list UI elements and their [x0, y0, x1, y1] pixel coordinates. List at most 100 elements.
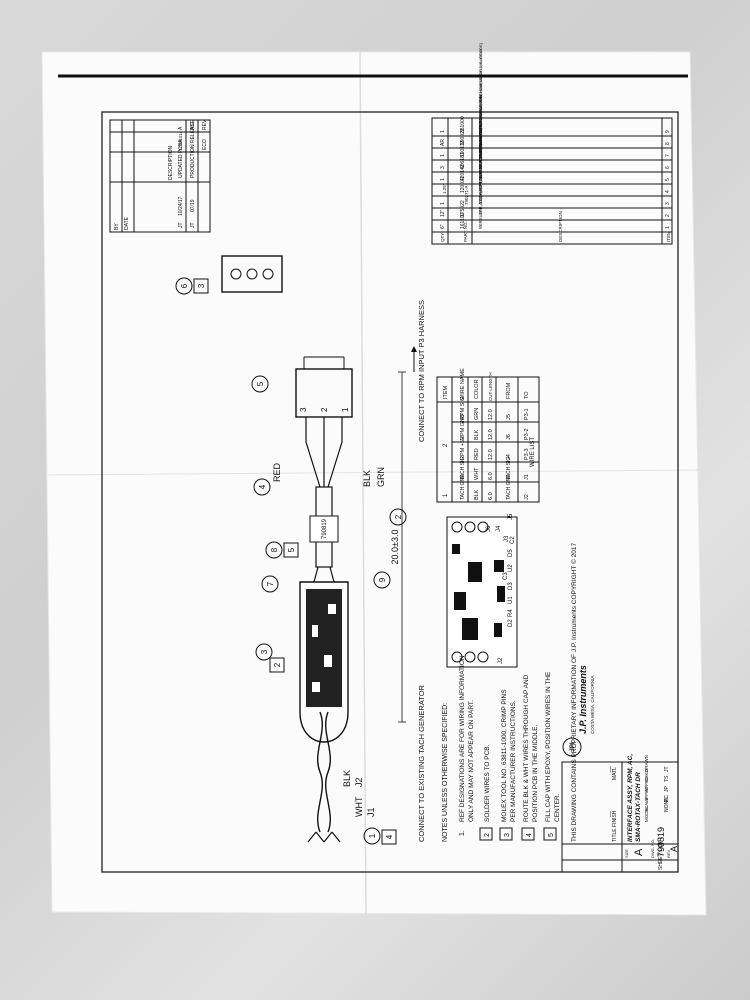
rev-2-rev: A	[178, 126, 184, 130]
apprd-1-by: JP	[664, 786, 670, 793]
wire-row-4-name: TACH SIG	[460, 457, 466, 480]
rev-1-desc: PRODUCTION RELEASE	[190, 119, 196, 178]
bom-col-part: PART NO.	[463, 221, 468, 242]
svg-text:161100: 161100	[460, 212, 466, 229]
svg-text:8: 8	[665, 142, 671, 145]
svg-text:3: 3	[260, 649, 269, 654]
note-1-num: 1.	[459, 830, 466, 836]
wire-row-2-len: 12.0	[488, 429, 494, 440]
chkd-by: TS	[664, 775, 670, 782]
svg-text:9: 9	[665, 130, 671, 133]
wire-row-2-color: BLK	[474, 429, 480, 440]
wire-row-2-item: 2	[443, 443, 449, 447]
wire-row-5-len: 6.0	[488, 492, 494, 500]
title-block: JPI J.P. Instruments COSTA MESA, CALIFOR…	[561, 665, 679, 873]
svg-text:2: 2	[665, 214, 671, 217]
wire-row-4-color: WHT	[474, 467, 480, 480]
svg-text:1: 1	[440, 154, 446, 157]
svg-text:420142: 420142	[460, 164, 466, 181]
harness-drawing: 790819 3 2 1 20.0±3.0 RED BLK GRN WHT J1…	[175, 255, 426, 845]
svg-text:7: 7	[665, 154, 671, 157]
bom-row-7: 1 190112 CAP, SILICONE 7	[440, 125, 671, 157]
rev-col-by: BY	[114, 223, 120, 230]
pcb-label-u1: U1	[508, 596, 514, 604]
connector-housing	[295, 368, 353, 418]
wire-row-4-len: 6.0	[488, 472, 494, 480]
svg-text:CAP, SILICONE: CAP, SILICONE	[478, 125, 483, 157]
connect-rpm-text: CONNECT TO RPM INPUT P3 HARNESS	[417, 300, 426, 442]
balloon-1: 1	[363, 827, 381, 845]
wire-col-name: WIRE NAME	[460, 368, 466, 400]
balloon-2: 2	[389, 508, 407, 526]
bom-row-2: 12" 175022 WIRE, 3 COND, 22 GA, FEP WIT,…	[440, 93, 671, 217]
balloon-4: 4	[253, 478, 271, 496]
wire-row-2-to: P3-2	[524, 428, 530, 440]
pcb-label-j5: J5	[508, 513, 514, 520]
svg-text:WIRE, 3 COND, 22 GA, FEP WIT,: WIRE, 3 COND, 22 GA, FEP WIT, RED/BLK/GR…	[478, 93, 483, 217]
balloon-3: 3	[255, 643, 273, 661]
svg-text:3: 3	[440, 166, 446, 169]
note-4-line1: ROUTE BLK & WHT WIRES THROUGH CAP AND	[523, 674, 530, 822]
svg-text:2: 2	[394, 514, 403, 519]
rev-1-by: JT	[190, 222, 196, 228]
svg-text:4: 4	[665, 190, 671, 193]
svg-text:1: 1	[368, 833, 377, 838]
scale-value: NONE	[664, 797, 670, 812]
note-2-num: 2	[484, 833, 491, 837]
svg-text:WIRE, TFE, 22GA, TWISTED, 2 CO: WIRE, TFE, 22GA, TWISTED, 2 COND, BLK-WH…	[478, 127, 483, 229]
title-label: TITLE	[612, 828, 618, 842]
wire-wht-label: WHT	[354, 796, 364, 817]
svg-text:LABEL, WHITE, 3/4L, 1/2W, 1790: LABEL, WHITE, 3/4L, 1/2W, 1790819, BARCO…	[478, 43, 483, 133]
bom-row-3: 1 790271-A ASSY, PCB, INTERFACE TACH GEN…	[440, 112, 671, 205]
note-3-line2: PER MANUFACTURER INSTRUCTIONS.	[510, 700, 517, 822]
rev-col-eco: ECO	[202, 139, 208, 150]
note-1-line1: REF DESIGNATIONS ARE FOR WIRING INFORMAT…	[459, 655, 466, 822]
rev-2-by: JT	[178, 222, 184, 228]
svg-text:2: 2	[273, 662, 282, 667]
svg-text:ADHESIVE, EPOXY, SCOTCH-WELD,: ADHESIVE, EPOXY, SCOTCH-WELD, DP-190, GR…	[478, 48, 483, 145]
note-3-line1: MOLEX TOOL NO. 63811-1000, CRIMP PINS	[501, 689, 508, 822]
wire-row-1-color: GRN	[474, 408, 480, 420]
flag-5: 5	[283, 542, 299, 558]
matl-value: —	[608, 766, 614, 772]
finish-label: FINISH	[612, 810, 618, 827]
j1-label: J1	[366, 807, 376, 817]
balloon-7: 7	[261, 575, 279, 593]
rev-col-rev: REV	[202, 119, 208, 130]
part-label	[309, 515, 339, 543]
wire-row-1-to: P3-1	[524, 408, 530, 420]
company-name: J.P. Instruments	[578, 665, 588, 734]
wire-red-label: RED	[272, 462, 282, 482]
bom-col-desc: DESCRIPTION	[558, 211, 563, 242]
silicone-cap	[299, 581, 349, 743]
svg-text:190112: 190112	[460, 140, 466, 157]
wire-grn-label: GRN	[376, 467, 386, 487]
rev-2-date: 10/24/17	[178, 196, 184, 216]
rev-col-date: DATE	[124, 216, 130, 230]
pcb-label-r4: R4	[508, 609, 514, 617]
wire-col-color: COLOR	[474, 379, 480, 399]
chkd-label: CHKD	[644, 768, 649, 782]
pcb-label-d2: D2	[508, 619, 514, 627]
dimension-text: 20.0±3.0	[390, 530, 400, 565]
sheet-number: SHEET 1 OF 1	[658, 837, 664, 870]
dwg-no-label: DWG. NO.	[650, 839, 655, 858]
bom-row-4: 1.25" 120031 HEAT SHRINK TUBING, BLK, 3/…	[442, 121, 671, 194]
finish-value: —	[608, 811, 614, 817]
title-line-1: INTERFACE ASSY, RPM, AC,	[627, 754, 634, 842]
svg-text:1.25": 1.25"	[442, 183, 447, 194]
svg-text:6": 6"	[440, 224, 446, 229]
bom-row-8: AR 190022 ADHESIVE, EPOXY, SCOTCH-WELD, …	[440, 48, 671, 146]
svg-text:1: 1	[440, 202, 446, 205]
dwg-no-value: 790819	[656, 827, 666, 857]
balloon-8: 8	[265, 541, 283, 559]
svg-text:1: 1	[440, 178, 446, 181]
wire-row-5-name: TACH GND	[460, 474, 466, 500]
wire-row-3-name: RPM +5V	[460, 436, 466, 460]
svg-text:1: 1	[665, 226, 671, 229]
rev-2-desc: UPDATED PCBA	[178, 139, 184, 178]
notes-heading: NOTES UNLESS OTHERWISE SPECIFIED:	[442, 703, 449, 842]
apprd-1-label: APPRD	[644, 776, 649, 792]
flag-3: 3	[193, 278, 209, 294]
